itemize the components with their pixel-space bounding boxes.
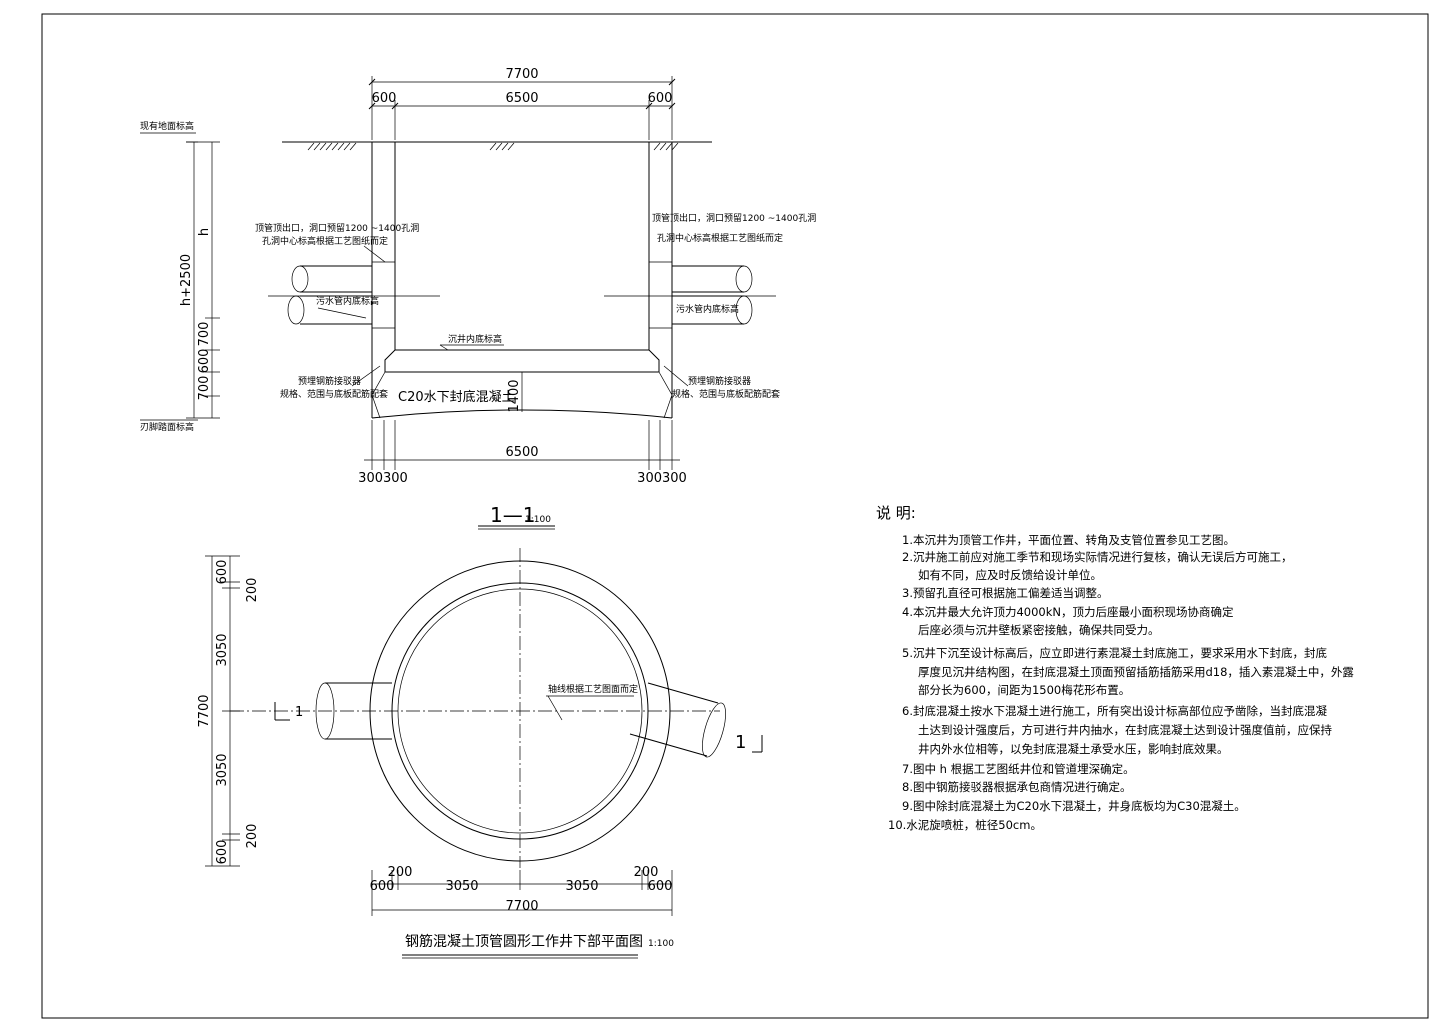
top-dim-mid: 6500 [505,91,538,106]
ground-hatch-right [653,142,679,151]
label-jack-right-1: 顶管顶出口，洞口预留1200 ~1400孔洞 [652,212,816,224]
ground-hatch-mid [489,142,515,151]
plan-left-dim-3050b: 3050 [215,753,230,786]
right-wall [648,142,673,418]
plan-right-pipe [629,682,719,757]
note-line-13: 7.图中 h 根据工艺图纸井位和管道埋深确定。 [902,762,1135,776]
left-pipe-upper [300,265,372,293]
side-dim-700a: 700 [197,322,212,347]
bottom-dim-mid: 6500 [505,445,538,460]
note-line-10: 6.封底混凝土按水下混凝土进行施工，所有突出设计标高部位应予凿除，当封底混凝 [902,704,1327,718]
plan-left-pipe [325,682,392,740]
plan-left-dim-600b: 600 [215,840,230,865]
note-line-2: 2.沉井施工前应对施工季节和现场实际情况进行复核，确认无误后方可施工， [902,550,1292,564]
note-line-6: 后座必须与沉井壁板紧密接触，确保共同受力。 [918,623,1160,637]
top-dim-right: 600 [648,91,673,106]
left-wall [371,142,396,418]
side-dim-700b: 700 [197,376,212,401]
plan-left-dim-total: 7700 [197,694,212,727]
note-line-7: 5.沉井下沉至设计标高后，应立即进行素混凝土封底施工，要求采用水下封底，封底 [902,646,1327,660]
ground-hatch-left [307,142,357,151]
label-jack-left-2: 孔洞中心标高根据工艺图纸而定 [262,235,388,247]
side-dim-h2500: h+2500 [179,254,194,306]
note-line-8: 厚度见沉井结构图，在封底混凝土顶面预留插筋插筋采用d18，插入素混凝土中，外露 [918,665,1354,679]
note-line-1: 1.本沉井为顶管工作井，平面位置、转角及支管位置参见工艺图。 [902,533,1235,547]
label-conn-left-1: 预埋钢筋接驳器 [298,375,361,387]
plan-bottom-3050-left: 3050 [445,879,478,894]
note-line-14: 8.图中钢筋接驳器根据承包商情况进行确定。 [902,780,1131,794]
right-pipe-upper [672,265,744,293]
section-title-scale: 1:100 [525,515,551,525]
plan-title-text: 钢筋混凝土顶管圆形工作井下部平面图 [405,933,643,950]
plan-bottom-200-right: 200 [634,865,659,880]
label-bottom: 刃脚踏面标高 [140,421,194,433]
plan-title: 钢筋混凝土顶管圆形工作井下部平面图 1:100 [402,933,674,959]
plan-left-dim-3050a: 3050 [215,633,230,666]
inner-wall-outer-circle [391,582,649,840]
plan-cut-right: 1 [735,732,746,753]
label-conn-right-2: 规格、范围与底板配筋配套 [672,388,780,400]
section-title-text: 1—1 [490,503,535,527]
plan-bottom-600-right: 600 [648,879,673,894]
bottom-dim-left: 300300 [358,471,408,486]
note-line-9: 部分长为600，间距为1500梅花形布置。 [918,683,1130,697]
label-well-bottom: 沉井内底标高 [448,333,502,345]
note-line-5: 4.本沉井最大允许顶力4000kN，顶力后座最小面积现场协商确定 [902,605,1234,619]
note-line-3: 如有不同，应及时反馈给设计单位。 [918,568,1102,582]
label-conn-right-1: 预埋钢筋接驳器 [688,375,751,387]
note-line-16: 10.水泥旋喷桩，桩径50cm。 [888,818,1042,832]
plan-left-dim-600a: 600 [215,560,230,585]
plan-cut-left: 1 [295,705,303,720]
notes-heading: 说 明: [876,504,916,522]
label-concrete: C20水下封底混凝土 [398,389,515,405]
label-jack-right-2: 孔洞中心标高根据工艺图纸而定 [657,232,783,244]
label-sewer-right: 污水管内底标高 [676,303,739,315]
plan-bottom-600-left: 600 [370,879,395,894]
dim-1400: 1400 [507,379,522,412]
bottom-dim-right: 300300 [637,471,687,486]
plan-bottom-3050-right: 3050 [565,879,598,894]
notes-block: 说 明: 1.本沉井为顶管工作井，平面位置、转角及支管位置参见工艺图。 2.沉井… [876,504,1354,832]
section-view: 7700 600 6500 600 [140,67,816,486]
top-dim-total: 7700 [505,67,538,82]
label-conn-left-2: 规格、范围与底板配筋配套 [280,388,388,400]
side-dim-600: 600 [197,349,212,374]
note-line-4: 3.预留孔直径可根据施工偏差适当调整。 [902,586,1108,600]
sheet-border [41,13,1429,1019]
label-jack-left-1: 顶管顶出口，洞口预留1200 ~1400孔洞 [255,222,419,234]
label-sewer-left: 污水管内底标高 [316,295,379,307]
label-ground: 现有地面标高 [140,120,194,132]
plan-title-scale: 1:100 [648,939,674,949]
plan-left-dim-200a: 200 [245,578,260,603]
plan-bottom-200-left: 200 [388,865,413,880]
bottom-slab [385,349,659,373]
plan-bottom-total: 7700 [505,899,538,914]
note-line-12: 井内外水位相等，以免封底混凝土承受水压，影响封底效果。 [918,742,1229,756]
section-title: 1—1 1:100 [478,503,555,530]
outer-wall-circle [369,560,671,862]
plan-left-dim-200b: 200 [245,824,260,849]
note-line-15: 9.图中除封底混凝土为C20水下混凝土，井身底板均为C30混凝土。 [902,799,1246,813]
side-dim-h: h [197,228,212,236]
plan-label-pipe: 轴线根据工艺图面而定 [548,683,638,695]
plan-view: 轴线根据工艺图面而定 1 1 600 200 3050 7700 3050 20… [197,548,763,916]
top-dim-left: 600 [372,91,397,106]
inner-wall-circle [397,588,643,834]
note-line-11: 土达到设计强度后，方可进行井内抽水，在封底混凝土达到设计强度值前，应保持 [918,723,1332,737]
